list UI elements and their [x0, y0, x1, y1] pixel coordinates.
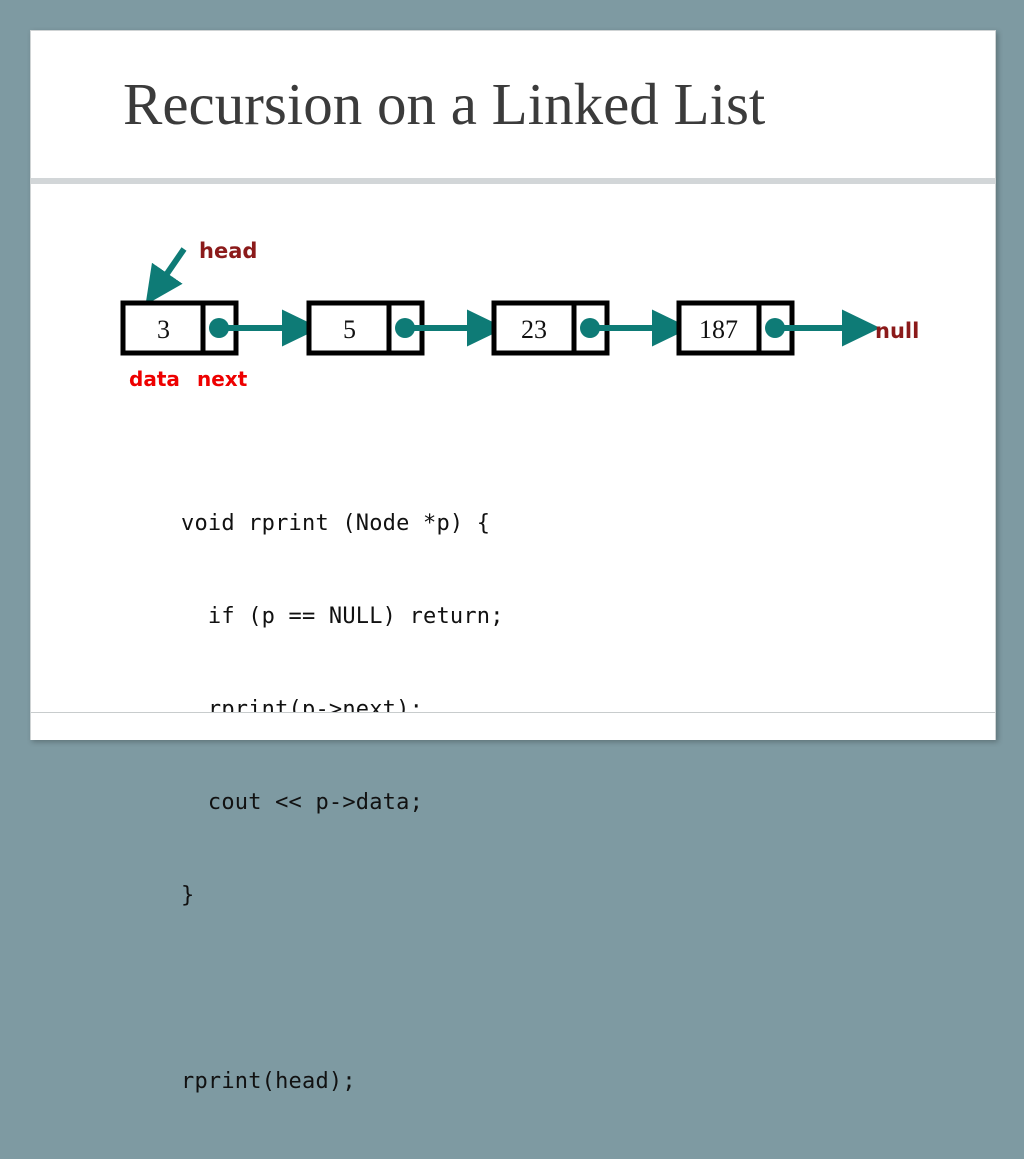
slide-title-area: Recursion on a Linked List	[31, 31, 995, 184]
node-value: 187	[699, 315, 738, 344]
head-label: head	[199, 239, 257, 263]
node-value: 3	[157, 315, 170, 344]
title-divider	[31, 178, 995, 184]
page-title: Recursion on a Linked List	[123, 71, 766, 137]
code-block: void rprint (Node *p) { if (p == NULL) r…	[181, 446, 504, 1159]
code-line: void rprint (Node *p) {	[181, 511, 491, 536]
footer-band	[31, 713, 995, 740]
code-line-blank	[181, 973, 504, 1004]
code-line: rprint(head);	[181, 1069, 356, 1094]
code-line: if (p == NULL) return;	[181, 604, 504, 629]
list-node: 187	[676, 300, 881, 356]
footer-divider	[31, 712, 995, 713]
slide: Recursion on a Linked List 3	[30, 30, 996, 1094]
list-node: 3	[120, 300, 321, 356]
list-node: 23	[491, 300, 691, 356]
data-label: data	[129, 367, 180, 391]
code-line: cout << p->data;	[181, 790, 424, 815]
head-pointer-arrow	[145, 247, 187, 305]
node-value: 23	[521, 315, 547, 344]
next-label: next	[197, 367, 248, 391]
linked-list-diagram: 3 5 23	[31, 186, 995, 416]
node-value: 5	[343, 315, 356, 344]
code-line: }	[181, 883, 195, 908]
null-label: null	[875, 319, 919, 343]
list-node: 5	[306, 300, 506, 356]
